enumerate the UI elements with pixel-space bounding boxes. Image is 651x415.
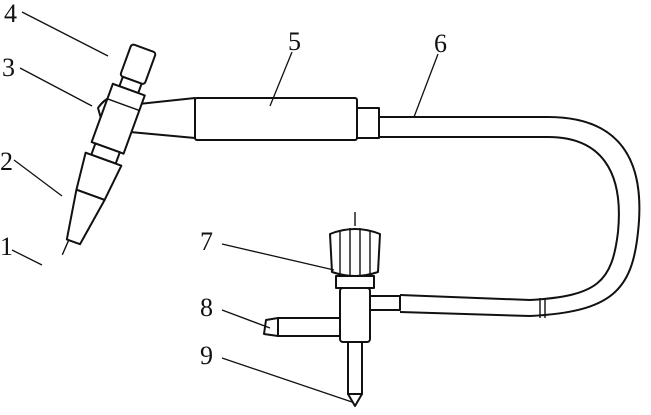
label-8: 8 <box>200 293 213 322</box>
label-7: 7 <box>200 227 213 256</box>
leader-lines <box>11 11 439 403</box>
torch-head <box>61 43 157 256</box>
label-2: 2 <box>0 147 13 176</box>
label-9: 9 <box>200 341 213 370</box>
hose <box>380 116 641 318</box>
handle <box>119 97 380 141</box>
label-5: 5 <box>288 27 301 56</box>
label-6: 6 <box>434 29 447 58</box>
label-4: 4 <box>4 0 17 28</box>
label-1: 1 <box>0 232 13 261</box>
valve-assembly <box>263 212 401 407</box>
label-3: 3 <box>2 53 15 82</box>
